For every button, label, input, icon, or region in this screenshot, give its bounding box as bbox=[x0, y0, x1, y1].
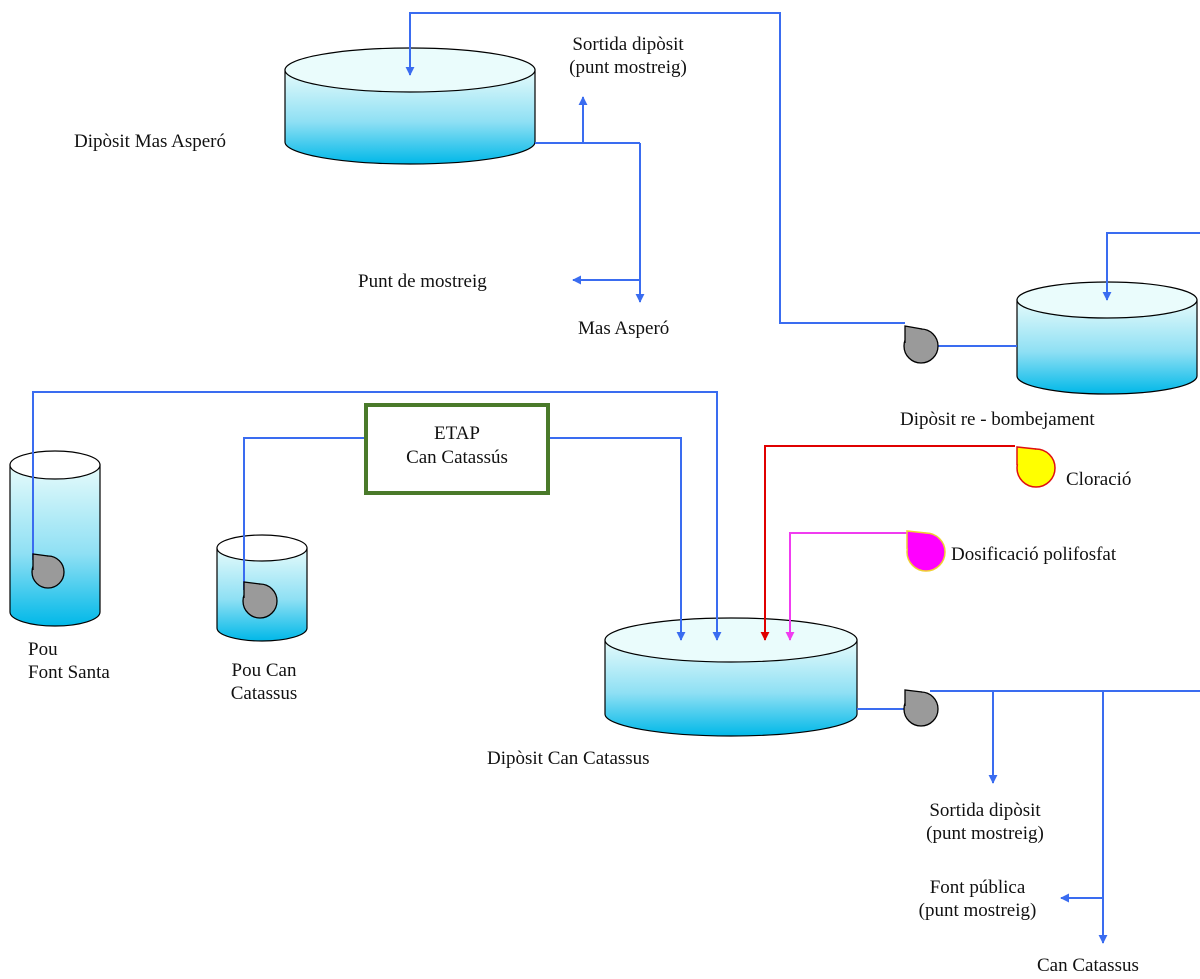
cc-sortida-line2: (punt mostreig) bbox=[926, 823, 1044, 844]
mas-aspero-outlet-label: Mas Asperó bbox=[578, 318, 670, 339]
well-font-santa-line2: Font Santa bbox=[28, 662, 110, 683]
pump-can-catassus-tank-icon bbox=[903, 689, 939, 727]
tank-can-catassus-label: Dipòsit Can Catassus bbox=[487, 748, 650, 769]
mas-sortida-line1: Sortida dipòsit bbox=[572, 34, 684, 55]
etap-label: ETAP Can Catassús bbox=[366, 422, 548, 470]
chlorination-pump-icon bbox=[1016, 446, 1056, 488]
pump-font-santa-icon bbox=[31, 553, 65, 589]
etap-box bbox=[364, 403, 550, 495]
polyphosphate-line bbox=[785, 532, 908, 641]
pump-can-catassus-well-icon bbox=[242, 581, 278, 619]
well-can-catassus-line2: Catassus bbox=[230, 683, 298, 704]
cc-font-publica-label: Font pública (punt mostreig) bbox=[885, 876, 1070, 922]
cc-sortida-line1: Sortida dipòsit bbox=[929, 800, 1041, 821]
mas-punt-mostreig-label: Punt de mostreig bbox=[358, 271, 487, 292]
cc-town-label: Can Catassus bbox=[1037, 955, 1139, 976]
mas-sortida-label: Sortida dipòsit (punt mostreig) bbox=[533, 33, 723, 79]
well-can-catassus-label: Pou Can Catassus bbox=[214, 659, 314, 705]
tank-mas-aspero-label: Dipòsit Mas Asperó bbox=[74, 131, 226, 152]
polyphosphate-pump-icon bbox=[906, 530, 946, 572]
etap-line1: ETAP bbox=[434, 423, 480, 444]
cc-sortida-label: Sortida dipòsit (punt mostreig) bbox=[890, 799, 1080, 845]
etap-line2: Can Catassús bbox=[406, 447, 508, 468]
chlorination-line bbox=[760, 445, 1015, 641]
cc-font-line1: Font pública bbox=[929, 877, 1026, 898]
well-font-santa-label: Pou Font Santa bbox=[28, 638, 110, 684]
well-font-santa bbox=[9, 450, 101, 627]
mas-sortida-line2: (punt mostreig) bbox=[569, 57, 687, 78]
chlorination-label: Cloració bbox=[1066, 469, 1132, 490]
well-font-santa-line1: Pou bbox=[28, 639, 58, 660]
tank-rebombejament-label: Dipòsit re - bombejament bbox=[900, 409, 1095, 430]
tank-can-catassus bbox=[604, 617, 858, 737]
polyphosphate-label: Dosificació polifosfat bbox=[951, 544, 1117, 565]
well-can-catassus-line1: Pou Can bbox=[231, 660, 297, 681]
cc-font-line2: (punt mostreig) bbox=[918, 900, 1037, 921]
pipes bbox=[32, 12, 1200, 944]
pump-rebombejament-icon bbox=[903, 325, 939, 364]
